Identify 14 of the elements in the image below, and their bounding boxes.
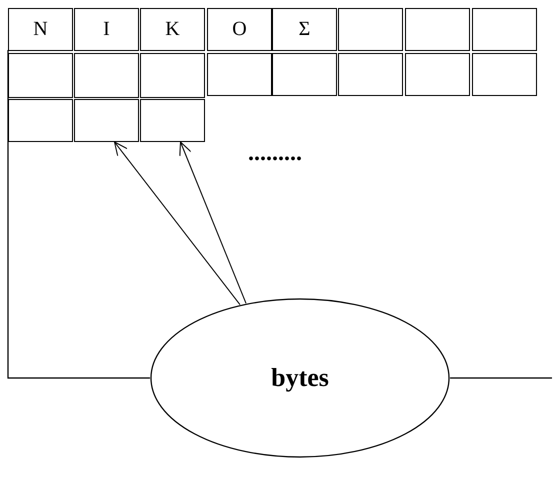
- empty-cell: [405, 8, 470, 51]
- empty-cell: [405, 53, 470, 96]
- letter-cell: O: [207, 8, 272, 51]
- letter-cell: I: [74, 8, 139, 51]
- ellipsis-dots: .........: [248, 140, 302, 167]
- ellipse: [150, 298, 450, 458]
- empty-cell: [472, 53, 537, 96]
- arrow: [179, 142, 246, 304]
- letter-cell: Σ: [272, 8, 337, 51]
- letter-cell: N: [8, 8, 73, 51]
- arrow: [114, 142, 240, 306]
- empty-cell: [472, 8, 537, 51]
- letter-cell: K: [140, 8, 205, 51]
- ellipse-text: bytes: [271, 363, 329, 393]
